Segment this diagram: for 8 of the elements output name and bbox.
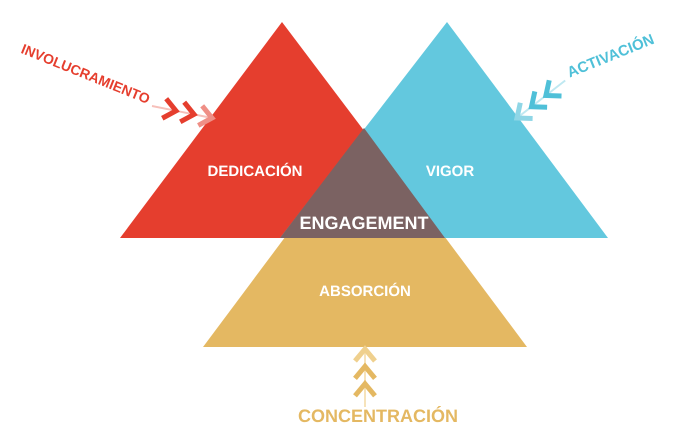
- triangle-label: ABSORCIÓN: [319, 284, 411, 299]
- triangle-label: DEDICACIÓN: [208, 164, 302, 179]
- chevron-arrow: [353, 345, 377, 407]
- chevron-arrow: [514, 80, 566, 121]
- chevron-arrow: [152, 97, 216, 128]
- triangle-label: ENGAGEMENT: [300, 214, 428, 232]
- concept-label: CONCENTRACIÓN: [298, 407, 458, 425]
- triangle-label: VIGOR: [426, 164, 474, 179]
